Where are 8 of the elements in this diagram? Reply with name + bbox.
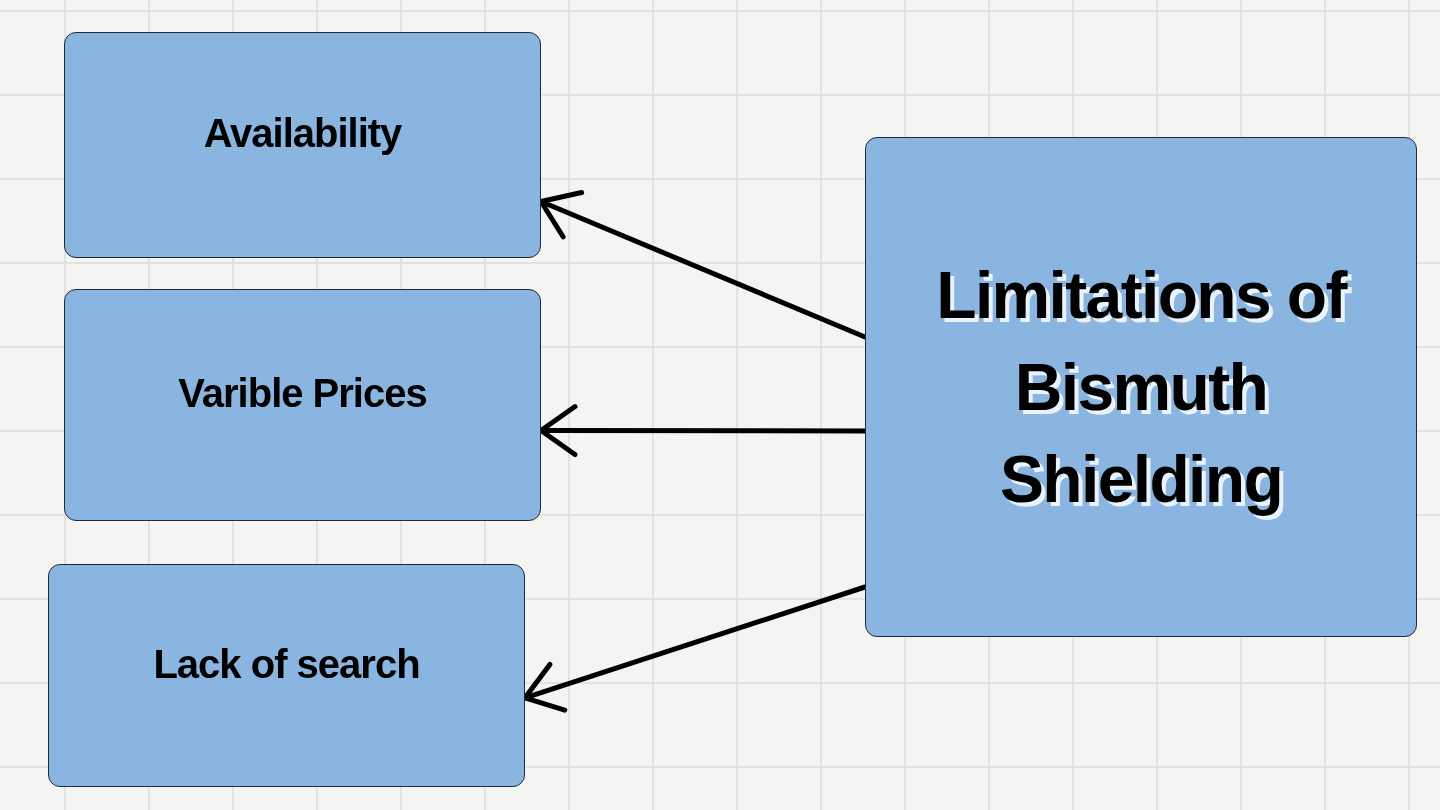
- title-card: [865, 137, 1417, 637]
- topic-label: Lack of search: [153, 640, 420, 688]
- topic-card: [64, 32, 541, 258]
- topic-card: [48, 564, 525, 787]
- topic-label: Varible Prices: [178, 370, 427, 417]
- topic-card: [64, 289, 541, 521]
- title-text: Limitations of Bismuth Shielding: [935, 257, 1348, 518]
- topic-label: Availability: [203, 110, 402, 157]
